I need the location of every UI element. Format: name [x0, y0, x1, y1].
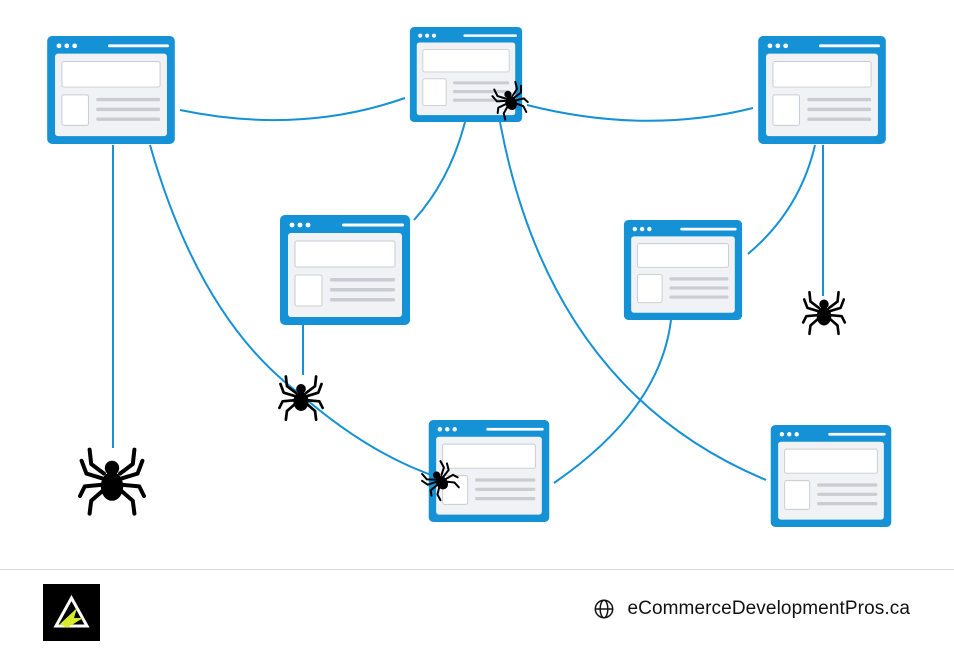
globe-icon	[595, 599, 614, 619]
thread-tc-ml	[413, 121, 466, 221]
browser-window-icon	[46, 36, 176, 144]
thread-tl-spider-mid	[149, 144, 301, 395]
brand-logo-icon[interactable]	[43, 584, 100, 641]
browser-window-icon	[757, 36, 887, 144]
page-nodes	[46, 27, 892, 527]
website-url[interactable]: eCommerceDevelopmentPros.ca	[627, 598, 910, 619]
website-link[interactable]: eCommerceDevelopmentPros.ca	[593, 598, 910, 620]
spider-icon	[78, 447, 146, 516]
thread-tc-tr	[526, 104, 754, 122]
browser-window-icon	[279, 215, 411, 325]
web-crawler-diagram	[46, 27, 892, 527]
thread-tl-tc	[179, 97, 406, 122]
thread-tr-mr	[747, 144, 816, 255]
thread-tc-br	[499, 121, 767, 481]
thread-mr-bc	[553, 319, 672, 484]
thread-spider-mid-bc	[299, 393, 441, 479]
connection-threads	[112, 97, 824, 484]
spider-icon	[801, 290, 847, 336]
browser-window-icon	[623, 220, 743, 320]
browser-window-icon	[409, 27, 523, 122]
footer: eCommerceDevelopmentPros.ca	[0, 569, 954, 656]
browser-window-icon	[770, 425, 892, 527]
spider-icon	[278, 375, 324, 422]
